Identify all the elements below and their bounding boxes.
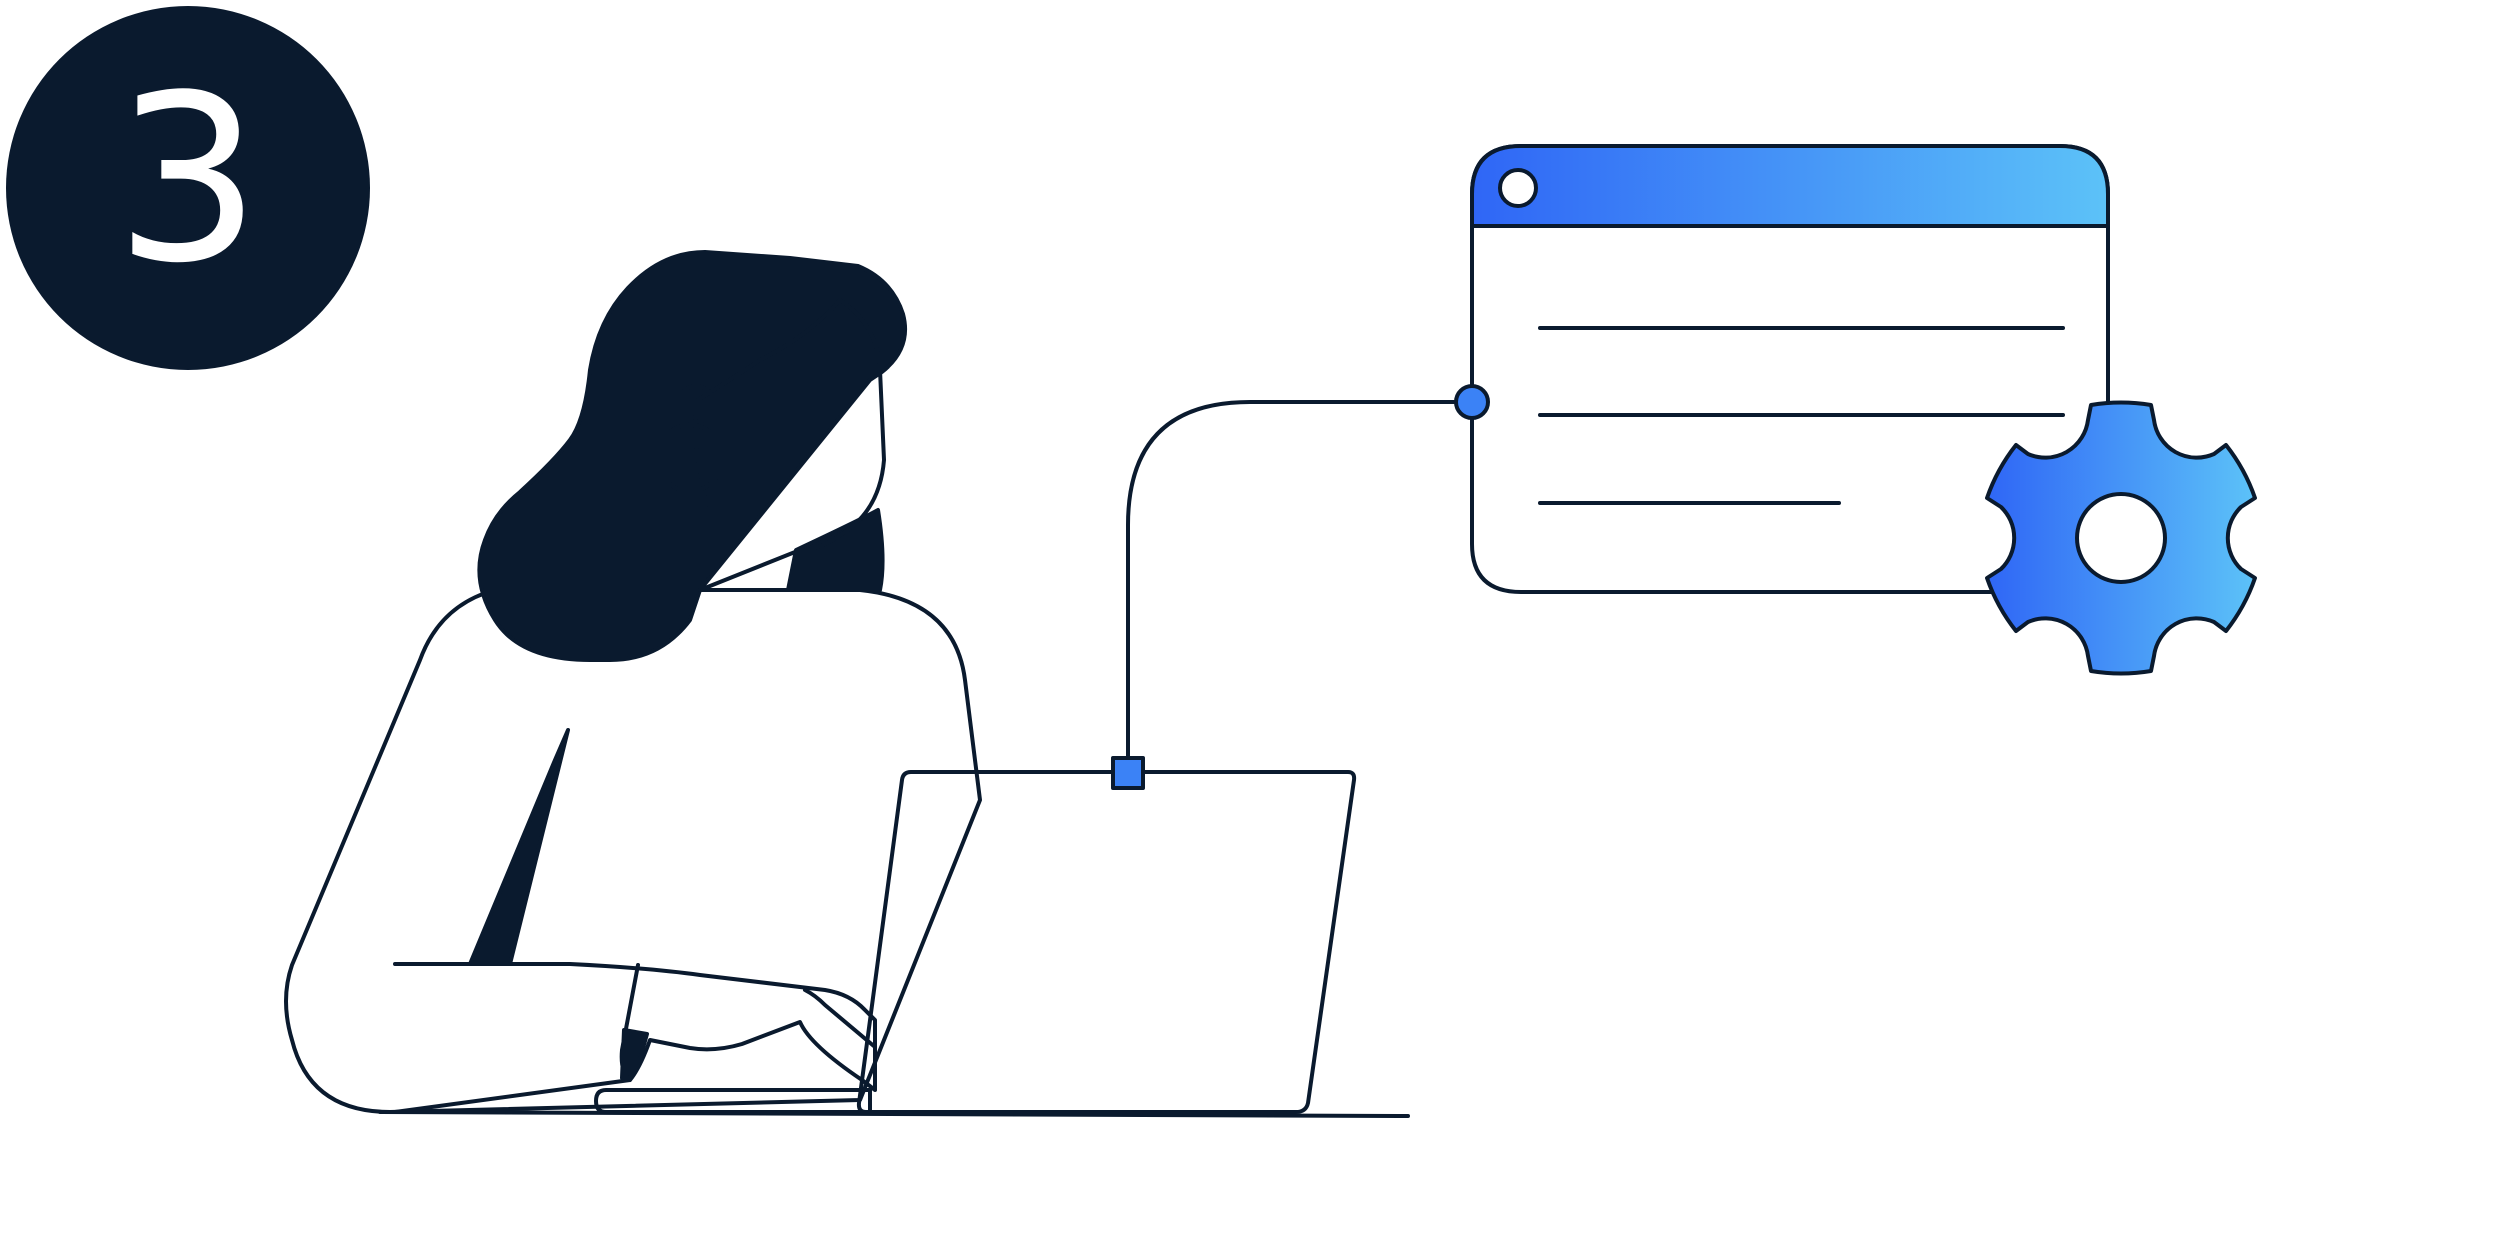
- connector-node-circle: [1454, 384, 1490, 420]
- step-badge: 3: [6, 6, 370, 370]
- person-hair: [477, 250, 908, 662]
- arm-fold-shadow: [468, 728, 570, 966]
- window-control-dot: [1498, 168, 1538, 208]
- finger-shadow: [620, 1028, 649, 1081]
- person-neck: [786, 508, 885, 592]
- person: [284, 250, 982, 1114]
- step-number: 3: [115, 47, 261, 314]
- connector-node-square: [1111, 756, 1145, 790]
- person-forearm: [393, 962, 877, 1114]
- laptop-base: [594, 1088, 872, 1114]
- finger-line: [803, 988, 877, 1049]
- gear-hole: [2075, 492, 2167, 584]
- connector-line: [1126, 400, 1464, 762]
- window-title-bar: [1470, 144, 2110, 228]
- earring: [655, 423, 725, 493]
- laptop-screen-back: [856, 770, 1357, 1114]
- laptop: [594, 756, 1357, 1114]
- ear: [676, 384, 716, 424]
- gear-icon: [1985, 400, 2257, 676]
- app-window: [1454, 144, 2110, 594]
- person-torso: [284, 588, 982, 1114]
- person-face: [693, 298, 886, 592]
- step-badge-circle: [6, 6, 370, 370]
